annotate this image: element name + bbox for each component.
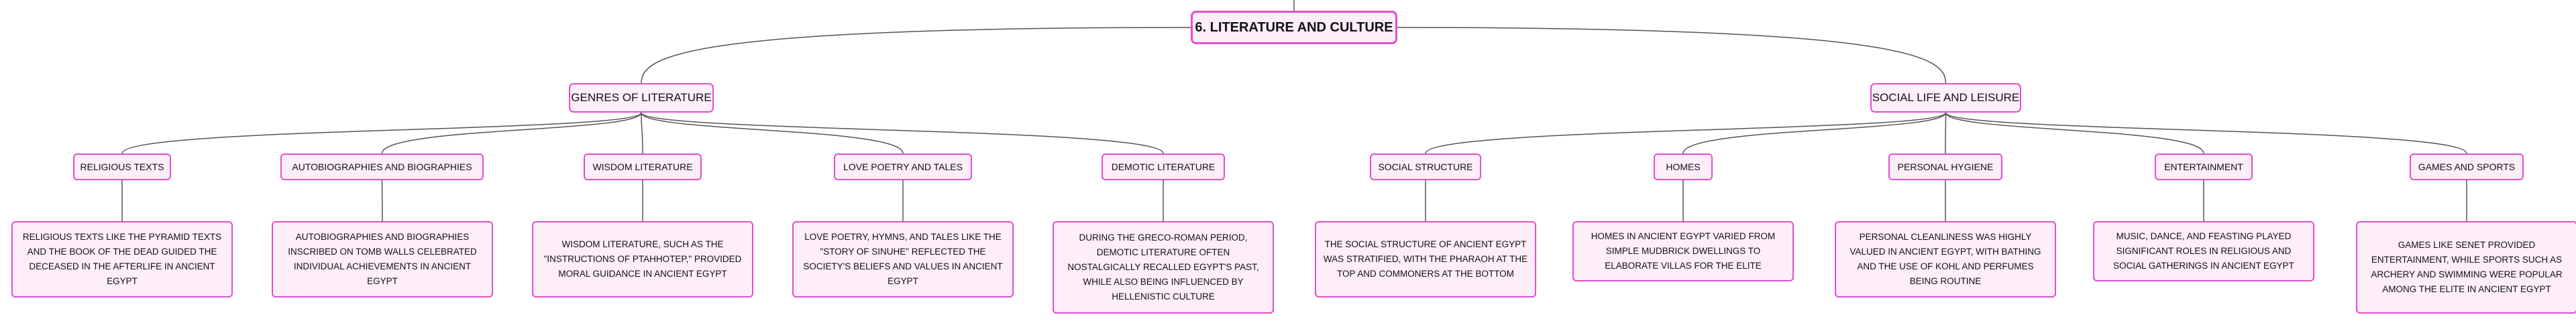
link-branch-genres-of-literature-topic-demotic-literature <box>641 112 1164 154</box>
topic-demotic-literature[interactable]: DEMOTIC LITERATURE <box>1102 153 1225 180</box>
topic-homes[interactable]: HOMES <box>1654 153 1713 180</box>
topic-entertainment[interactable]: ENTERTAINMENT <box>2155 153 2253 180</box>
desc-entertainment: MUSIC, DANCE, AND FEASTING PLAYED SIGNIF… <box>2093 221 2314 281</box>
topic-games-and-sports[interactable]: GAMES AND SPORTS <box>2410 153 2524 180</box>
link-root-branch-genres-of-literature <box>641 27 1191 84</box>
branch-genres-of-literature[interactable]: GENRES OF LITERATURE <box>569 83 714 113</box>
link-topic-autobiographies-and-biographies-description <box>381 180 383 222</box>
link-branch-genres-of-literature-topic-wisdom-literature <box>641 112 643 154</box>
desc-games-and-sports: GAMES LIKE SENET PROVIDED ENTERTAINMENT,… <box>2356 221 2576 314</box>
topic-social-structure[interactable]: SOCIAL STRUCTURE <box>1370 153 1481 180</box>
topic-autobiographies-and-biographies[interactable]: AUTOBIOGRAPHIES AND BIOGRAPHIES <box>280 153 484 180</box>
link-branch-social-life-and-leisure-topic-personal-hygiene <box>1945 112 1947 154</box>
topic-personal-hygiene[interactable]: PERSONAL HYGIENE <box>1888 153 2002 180</box>
link-branch-genres-of-literature-topic-love-poetry-and-tales <box>641 112 904 154</box>
link-root-branch-social-life-and-leisure <box>1397 27 1947 84</box>
link-branch-genres-of-literature-topic-religious-texts <box>121 112 642 154</box>
link-branch-social-life-and-leisure-topic-homes <box>1682 112 1947 154</box>
desc-wisdom-literature: WISDOM LITERATURE, SUCH AS THE "INSTRUCT… <box>532 221 753 298</box>
link-branch-social-life-and-leisure-topic-social-structure <box>1425 112 1947 154</box>
desc-demotic-literature: DURING THE GRECO-ROMAN PERIOD, DEMOTIC L… <box>1053 221 1274 314</box>
topic-love-poetry-and-tales[interactable]: LOVE POETRY AND TALES <box>834 153 972 180</box>
topic-religious-texts[interactable]: RELIGIOUS TEXTS <box>73 153 171 180</box>
desc-religious-texts: RELIGIOUS TEXTS LIKE THE PYRAMID TEXTS A… <box>11 221 233 298</box>
desc-homes: HOMES IN ANCIENT EGYPT VARIED FROM SIMPL… <box>1572 221 1794 281</box>
branch-social-life-and-leisure[interactable]: SOCIAL LIFE AND LEISURE <box>1870 83 2021 113</box>
desc-autobiographies-and-biographies: AUTOBIOGRAPHIES AND BIOGRAPHIES INSCRIBE… <box>272 221 493 298</box>
desc-social-structure: THE SOCIAL STRUCTURE OF ANCIENT EGYPT WA… <box>1315 221 1536 298</box>
desc-personal-hygiene: PERSONAL CLEANLINESS WAS HIGHLY VALUED I… <box>1835 221 2056 298</box>
link-branch-social-life-and-leisure-topic-games-and-sports <box>1945 112 2467 154</box>
link-branch-social-life-and-leisure-topic-entertainment <box>1945 112 2204 154</box>
topic-wisdom-literature[interactable]: WISDOM LITERATURE <box>584 153 702 180</box>
link-branch-genres-of-literature-topic-autobiographies-and-biographies <box>381 112 642 154</box>
root-node[interactable]: 6. LITERATURE AND CULTURE <box>1191 11 1397 44</box>
desc-love-poetry-and-tales: LOVE POETRY, HYMNS, AND TALES LIKE THE "… <box>792 221 1014 298</box>
